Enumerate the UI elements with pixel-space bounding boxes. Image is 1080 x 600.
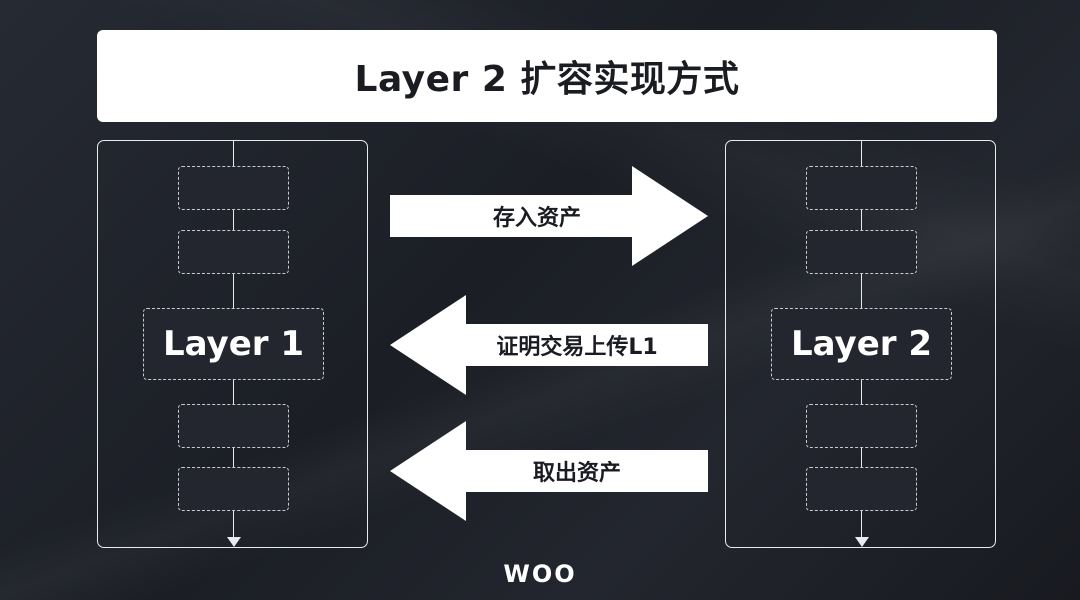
layer-1-block	[178, 166, 289, 210]
proof-upload-arrow: 证明交易上传L1	[390, 295, 708, 395]
layer-1-panel: Layer 1	[97, 140, 368, 548]
left-arrow-icon	[390, 295, 708, 395]
deposit-label: 存入资产	[492, 206, 581, 231]
layer-1-block	[178, 467, 289, 511]
layer-2-panel: Layer 2	[725, 140, 996, 548]
withdraw-label: 取出资产	[532, 461, 621, 486]
layer-1-block	[178, 404, 289, 448]
layer-1-block	[178, 230, 289, 274]
layer-1-down-arrow-icon	[227, 537, 241, 547]
layer-2-block	[806, 467, 917, 511]
left-arrow-icon	[390, 421, 708, 521]
layer-1-node: Layer 1	[143, 308, 324, 380]
diagram-title: Layer 2 扩容实现方式	[354, 59, 740, 100]
deposit-arrow: 存入资产	[390, 166, 708, 266]
withdraw-arrow: 取出资产	[390, 421, 708, 521]
proof-upload-label: 证明交易上传L1	[496, 335, 658, 360]
layer-2-block	[806, 166, 917, 210]
layer-2-block	[806, 404, 917, 448]
title-banner: Layer 2 扩容实现方式	[97, 30, 997, 122]
layer-2-block	[806, 230, 917, 274]
layer-2-down-arrow-icon	[855, 537, 869, 547]
woo-logo: WOO	[503, 560, 577, 588]
layer-2-label: Layer 2	[790, 324, 933, 364]
layer-2-node: Layer 2	[771, 308, 952, 380]
layer-1-label: Layer 1	[162, 324, 305, 364]
right-arrow-icon	[390, 166, 708, 266]
